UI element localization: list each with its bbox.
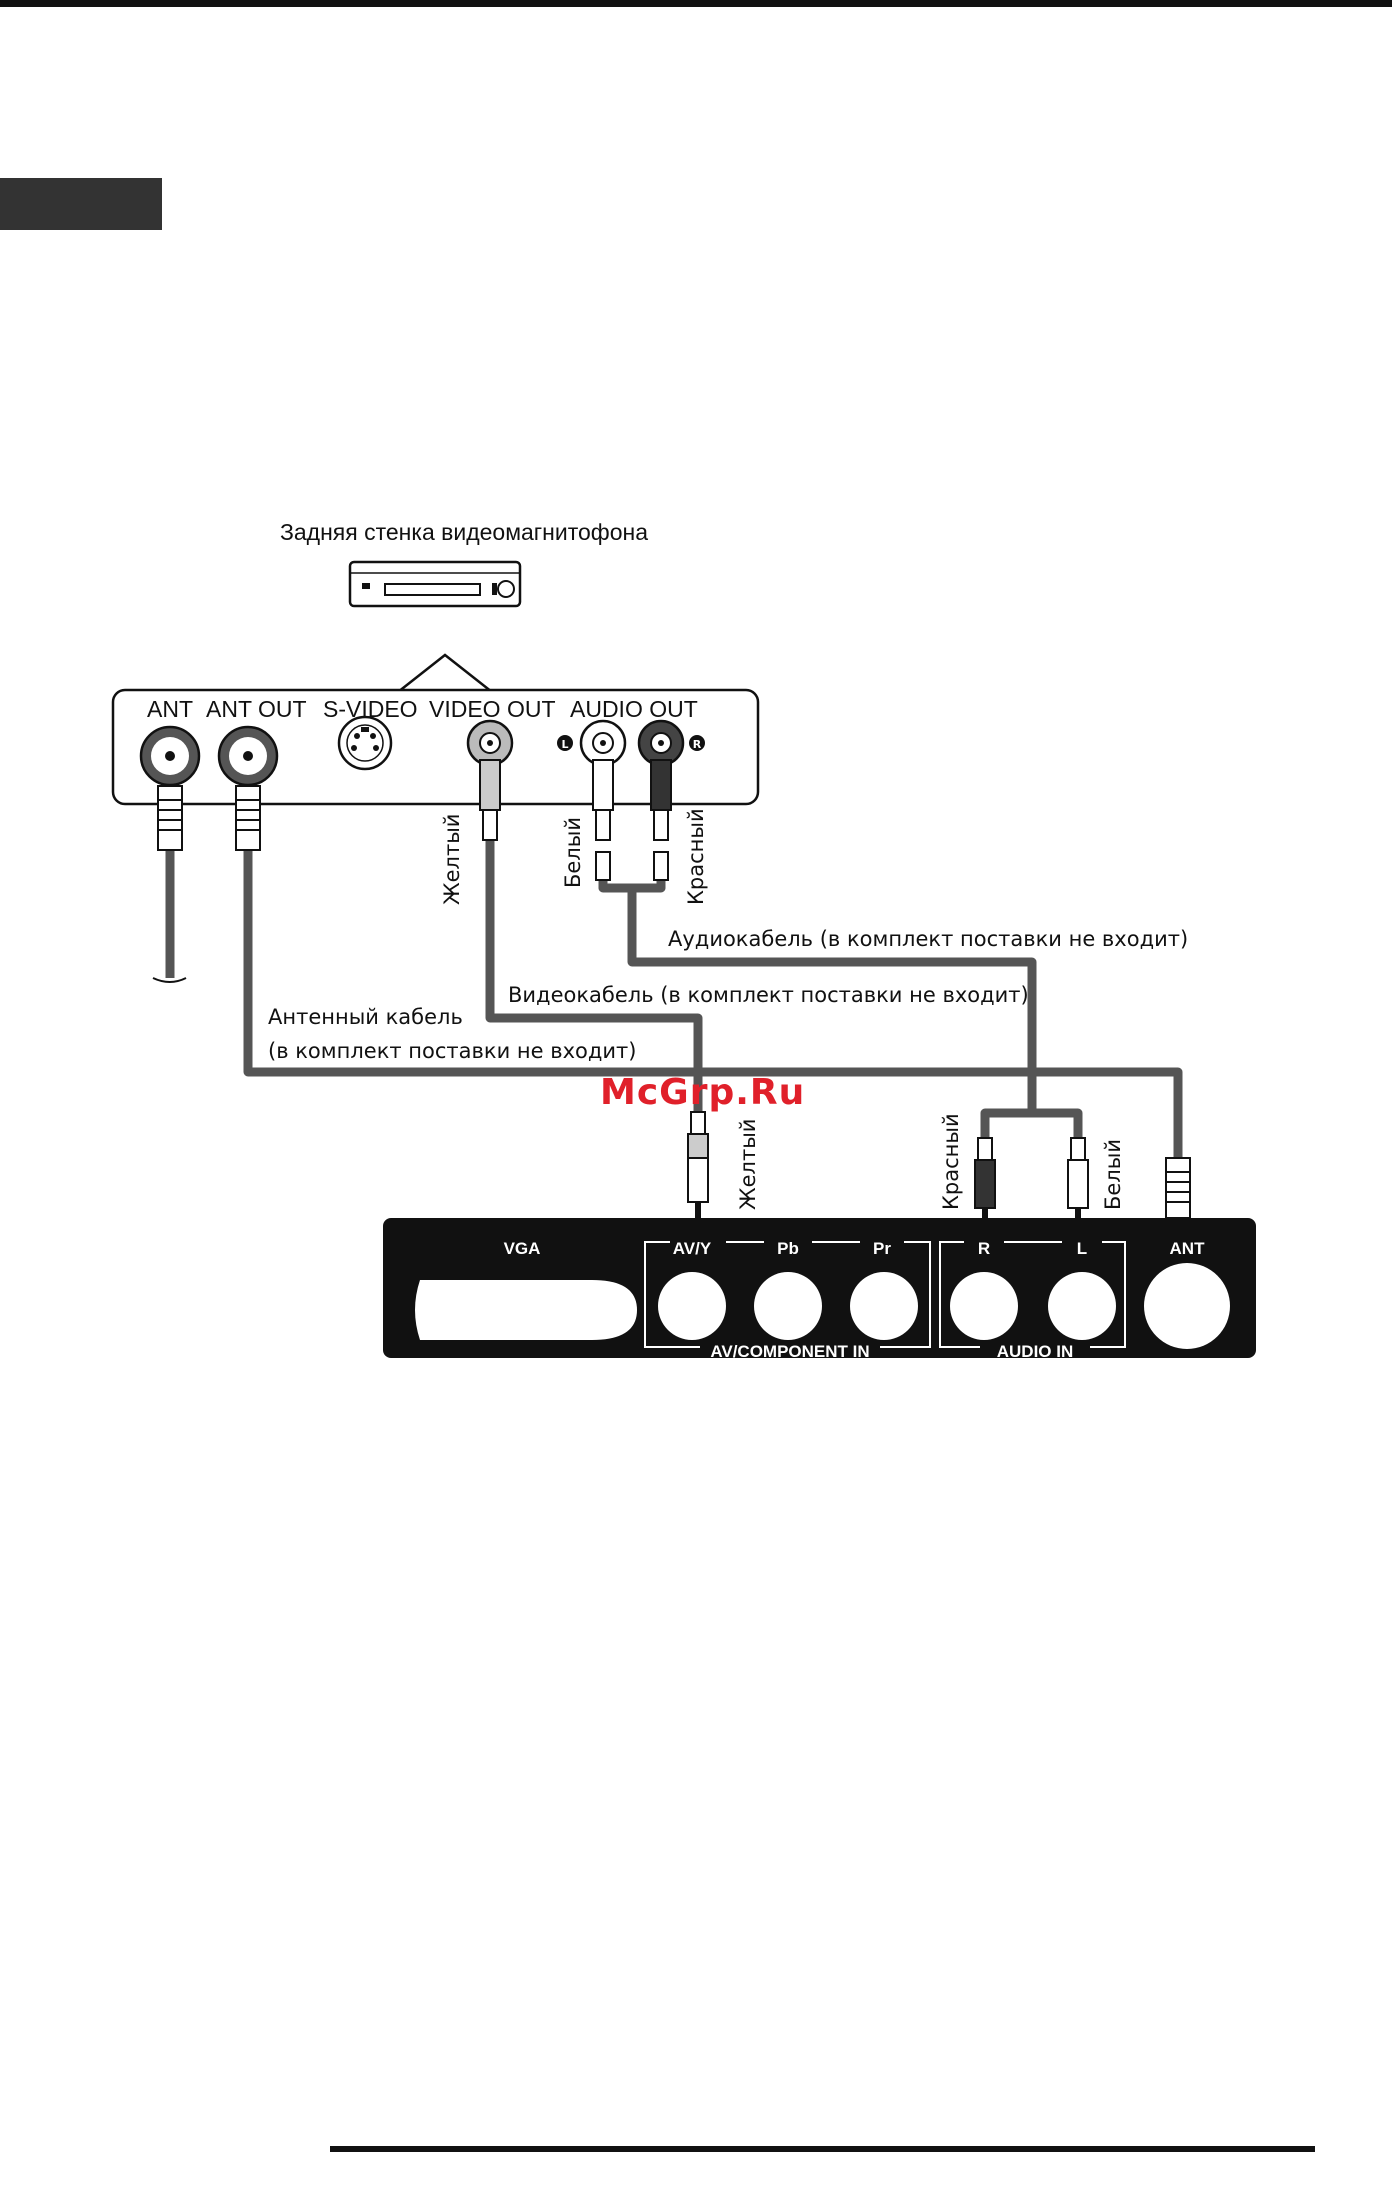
av-component-in-label: AV/COMPONENT IN — [710, 1342, 869, 1361]
rca-plug-video-yellow — [479, 759, 501, 841]
tv-vga-label: VGA — [504, 1239, 541, 1258]
audio-cable-splitter-bottom — [980, 1108, 1083, 1138]
vga-port — [415, 1280, 637, 1340]
tv-audio-l-port — [1048, 1272, 1116, 1340]
rca-plug-tv-white — [1067, 1137, 1089, 1222]
audio-white-label: Белый — [561, 817, 585, 888]
rca-plug-audio-red — [650, 759, 672, 881]
bottom-rule — [330, 2146, 1315, 2152]
tv-white-label: Белый — [1101, 1139, 1125, 1210]
video-yellow-label: Желтый — [440, 814, 464, 905]
tv-red-label: Красный — [939, 1113, 963, 1210]
vcr-audio-l-port — [579, 719, 627, 767]
rca-plug-audio-white — [592, 759, 614, 881]
right-channel-marker: R — [689, 735, 705, 751]
vcr-ant-out-label: ANT OUT — [206, 696, 307, 722]
antenna-cable-label-line1: Антенный кабель — [268, 1005, 463, 1029]
tv-ant-port — [1144, 1263, 1230, 1349]
vcr-audio-r-port — [637, 719, 685, 767]
svg-text:L: L — [561, 738, 568, 751]
tv-pr-label: Pr — [873, 1239, 891, 1258]
tv-yellow-label: Желтый — [736, 1119, 760, 1210]
audio-in-label: AUDIO IN — [997, 1342, 1074, 1361]
tv-pr-port — [850, 1272, 918, 1340]
rca-plug-tv-red — [974, 1137, 996, 1222]
top-rule — [0, 0, 1392, 7]
vcr-audio-out-label: AUDIO OUT — [570, 696, 698, 722]
vcr-ant-out-port — [217, 725, 279, 787]
vcr-title: Задняя стенка видеомагнитофона — [280, 519, 648, 545]
vcr-s-video-port — [337, 715, 393, 771]
section-tab — [0, 178, 162, 230]
tv-av-y-port — [658, 1272, 726, 1340]
watermark: McGrp.Ru — [600, 1072, 805, 1113]
audio-cable-label: Аудиокабель (в комплект поставки не вход… — [668, 927, 1188, 951]
vcr-ant-label: ANT — [147, 696, 193, 722]
cable-break-mark — [152, 977, 187, 983]
rca-plug-tv-yellow — [687, 1111, 709, 1222]
vcr-icon — [348, 560, 522, 608]
cables — [165, 840, 1183, 1160]
vcr-video-out-port — [466, 719, 514, 767]
f-connector-ant-out — [235, 785, 261, 851]
tv-pb-port — [754, 1272, 822, 1340]
left-channel-marker: L — [557, 735, 573, 751]
tv-av-y-label: AV/Y — [673, 1239, 712, 1258]
audio-cable — [627, 888, 1037, 1113]
antenna-cable — [243, 850, 1183, 1160]
tv-ant-label: ANT — [1170, 1239, 1206, 1258]
video-cable — [485, 840, 703, 1120]
f-connector-ant — [157, 785, 183, 851]
antenna-cable-label-line2: (в комплект поставки не входит) — [268, 1039, 636, 1063]
tv-pb-label: Pb — [777, 1239, 799, 1258]
f-connector-tv-ant — [1165, 1157, 1191, 1219]
tv-r-label: R — [978, 1239, 990, 1258]
audio-cable-splitter-top — [598, 880, 666, 893]
svg-text:R: R — [693, 738, 702, 751]
vcr-ant-port — [139, 725, 201, 787]
video-cable-label: Видеокабель (в комплект поставки не вход… — [508, 983, 1029, 1007]
tv-l-label: L — [1077, 1239, 1087, 1258]
audio-red-label: Красный — [684, 808, 708, 905]
tv-audio-r-port — [950, 1272, 1018, 1340]
vcr-video-out-label: VIDEO OUT — [429, 696, 556, 722]
